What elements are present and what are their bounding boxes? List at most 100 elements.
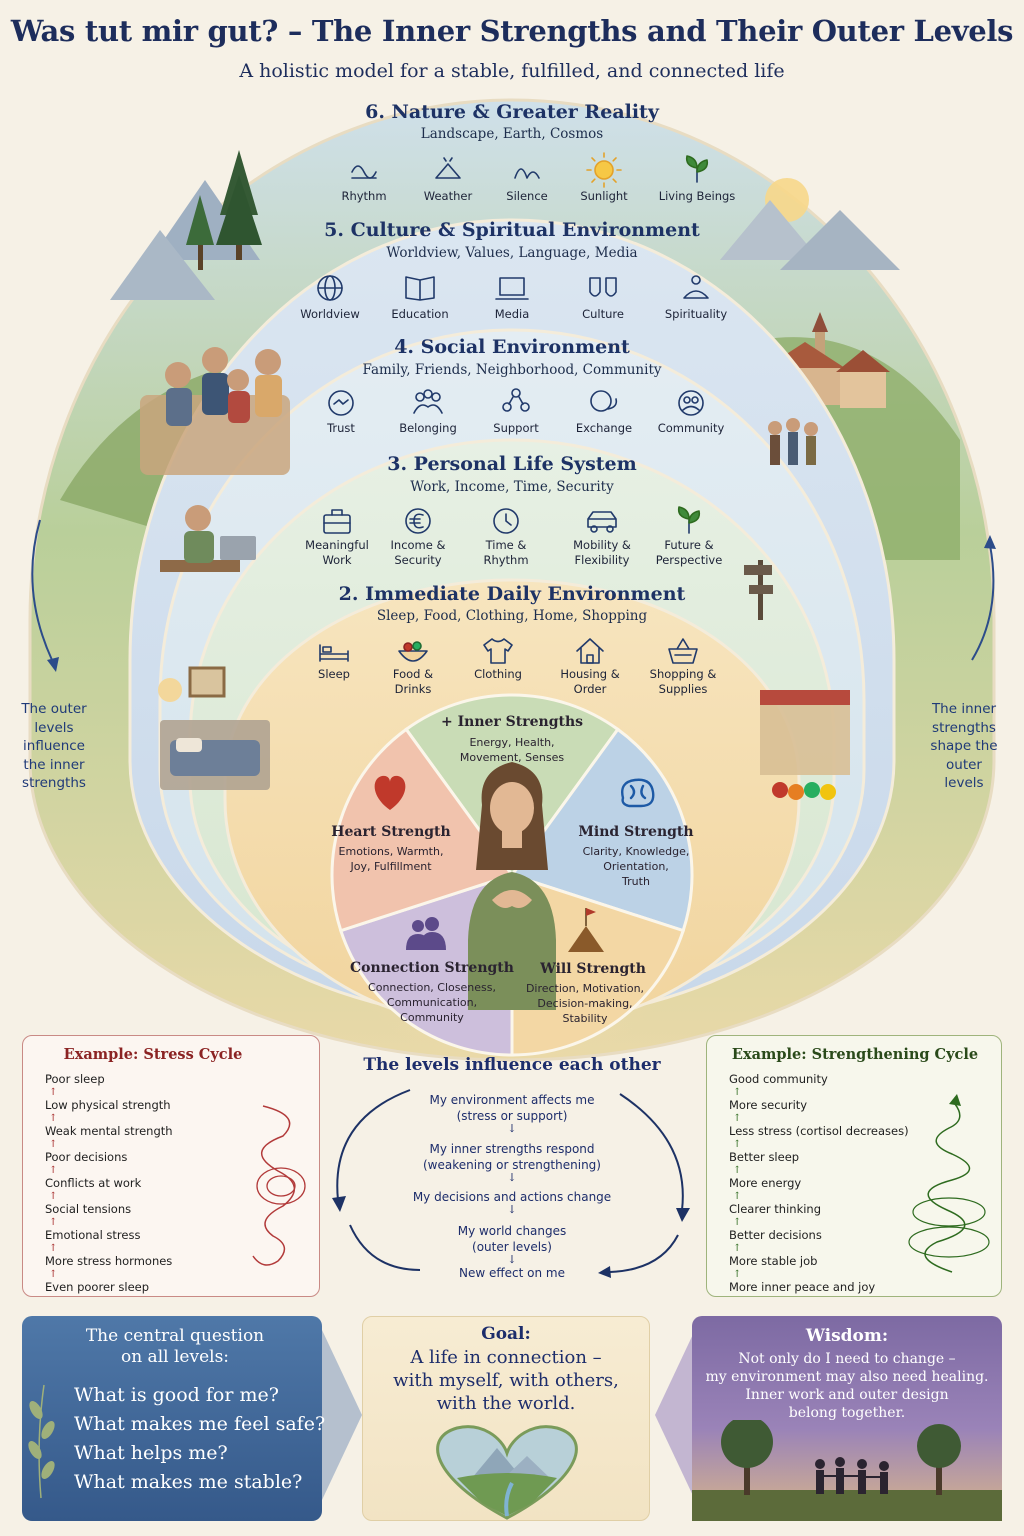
strength-cycle-item: Clearer thinking xyxy=(729,1202,822,1216)
heart-strength-title: Heart Strength xyxy=(331,824,450,840)
up-arrow-icon: ↑ xyxy=(49,1269,58,1280)
strengthening-cycle-title: Example: Strengthening Cycle xyxy=(731,1046,979,1063)
flow-step: My inner strengths respond (weakening or… xyxy=(423,1142,601,1172)
level-3-item-income-security: Income &Security xyxy=(391,538,446,567)
inner-strengths-subtitle: Energy, Health,Movement, Senses xyxy=(460,736,564,764)
sprout-icon xyxy=(677,506,701,534)
down-arrow-icon: ↓ xyxy=(507,1203,517,1216)
mind-strength-title: Mind Strength xyxy=(578,824,693,840)
strength-cycle-item: More security xyxy=(729,1098,808,1112)
up-arrow-icon: ↑ xyxy=(733,1113,742,1124)
question-line: What makes me feel safe? xyxy=(74,1413,326,1435)
sun-icon xyxy=(586,152,622,188)
family-illustration xyxy=(140,347,290,475)
stress-cycle-item: Emotional stress xyxy=(45,1228,141,1242)
briefcase-icon xyxy=(323,509,351,534)
level-5-item-education: Education xyxy=(391,307,448,321)
left-flow-arrowhead xyxy=(47,657,59,672)
clock-icon xyxy=(493,508,519,534)
right-flow-arrowhead xyxy=(984,535,996,549)
page-title: Was tut mir gut? – The Inner Strengths a… xyxy=(10,14,1014,48)
community-icon xyxy=(678,390,704,416)
level-5: 5. Culture & Spiritual EnvironmentWorldv… xyxy=(300,219,727,321)
will-strength-subtitle: Direction, Motivation,Decision-making,St… xyxy=(526,982,644,1025)
goal-text: A life in connection – with myself, with… xyxy=(393,1347,619,1414)
level-5-title: 5. Culture & Spiritual Environment xyxy=(324,219,700,241)
flow-step: My world changes (outer levels) xyxy=(457,1224,567,1254)
silence-icon xyxy=(514,168,540,179)
up-arrow-icon: ↑ xyxy=(733,1217,742,1228)
weather-icon xyxy=(435,157,461,179)
question-line: What helps me? xyxy=(74,1442,228,1464)
level-2-item-sleep: Sleep xyxy=(318,667,350,681)
question-title: The central question on all levels: xyxy=(85,1326,265,1367)
up-arrow-icon: ↑ xyxy=(49,1243,58,1254)
strengthening-cycle-panel: Example: Strengthening Cycle Good commun… xyxy=(706,1035,1002,1297)
stress-cycle-title: Example: Stress Cycle xyxy=(63,1046,243,1063)
down-arrow-icon: ↓ xyxy=(507,1171,517,1184)
wisdom-title: Wisdom: xyxy=(805,1326,889,1346)
signpost-illustration xyxy=(744,560,773,620)
level-2-item-shopping-supplies: Shopping &Supplies xyxy=(650,667,717,696)
bedroom-illustration xyxy=(158,666,270,790)
house-icon xyxy=(576,638,604,664)
people-icon xyxy=(502,388,530,412)
flow-step: My decisions and actions change xyxy=(412,1190,612,1204)
flow-step: New effect on me xyxy=(459,1266,565,1280)
work-illustration xyxy=(160,505,256,572)
level-6-item-silence: Silence xyxy=(506,189,547,203)
level-3-title: 3. Personal Life System xyxy=(387,453,637,475)
chat-icon xyxy=(590,390,618,412)
up-arrow-icon: ↑ xyxy=(49,1165,58,1176)
masks-icon xyxy=(589,277,617,297)
level-4-item-belonging: Belonging xyxy=(399,421,457,435)
level-5-item-culture: Culture xyxy=(582,307,624,321)
up-arrow-icon: ↑ xyxy=(49,1217,58,1228)
level-4-item-exchange: Exchange xyxy=(576,421,632,435)
level-4-item-community: Community xyxy=(658,421,725,435)
heart-strength-subtitle: Emotions, Warmth,Joy, Fulfillment xyxy=(339,845,444,873)
stress-cycle-item: More stress hormones xyxy=(45,1254,173,1268)
stress-cycle-item: Conflicts at work xyxy=(45,1176,142,1190)
stress-cycle-item: Even poorer sleep xyxy=(45,1280,150,1294)
question-line: What is good for me? xyxy=(74,1384,279,1406)
level-6-subtitle: Landscape, Earth, Cosmos xyxy=(421,126,603,142)
right-side-note: The inner strengths shape the outer leve… xyxy=(930,701,998,791)
strength-cycle-item: Better sleep xyxy=(729,1150,800,1164)
level-5-item-media: Media xyxy=(495,307,530,321)
level-2-item-housing-order: Housing &Order xyxy=(560,667,619,696)
will-strength-title: Will Strength xyxy=(539,961,646,977)
handshake-icon xyxy=(328,390,354,416)
strength-cycle-item: More energy xyxy=(729,1176,802,1190)
wave-icon xyxy=(351,165,377,179)
level-2-title: 2. Immediate Daily Environment xyxy=(339,583,686,605)
strength-cycle-item: Better decisions xyxy=(729,1228,822,1242)
level-5-subtitle: Worldview, Values, Language, Media xyxy=(386,245,637,261)
connection-strength-subtitle: Connection, Closeness,Communication,Comm… xyxy=(368,981,496,1024)
question-pointer xyxy=(322,1330,362,1500)
book-icon xyxy=(405,276,435,301)
wisdom-text: Not only do I need to change – my enviro… xyxy=(705,1351,989,1421)
level-6-item-rhythm: Rhythm xyxy=(341,189,386,203)
level-6-item-living-beings: Living Beings xyxy=(659,189,736,203)
flow-step: My environment affects me (stress or sup… xyxy=(429,1093,595,1123)
stress-cycle-item: Social tensions xyxy=(45,1202,132,1216)
mind-strength-segment xyxy=(509,727,694,933)
level-2-subtitle: Sleep, Food, Clothing, Home, Shopping xyxy=(377,608,648,624)
stress-cycle-item: Weak mental strength xyxy=(45,1124,173,1138)
meditation-icon xyxy=(683,275,709,299)
flow-title: The levels influence each other xyxy=(363,1055,661,1075)
olive-branch-icon xyxy=(28,1384,55,1499)
heart-landscape-icon xyxy=(436,1425,578,1520)
euro-icon xyxy=(405,508,431,534)
level-4-item-trust: Trust xyxy=(326,421,355,435)
laptop-icon xyxy=(495,277,529,300)
woman-meditating-illustration xyxy=(468,762,556,1010)
connection-people-icon xyxy=(406,917,446,950)
goal-title: Goal: xyxy=(481,1324,531,1344)
level-4-subtitle: Family, Friends, Neighborhood, Community xyxy=(363,362,662,378)
up-arrow-icon: ↑ xyxy=(733,1139,742,1150)
